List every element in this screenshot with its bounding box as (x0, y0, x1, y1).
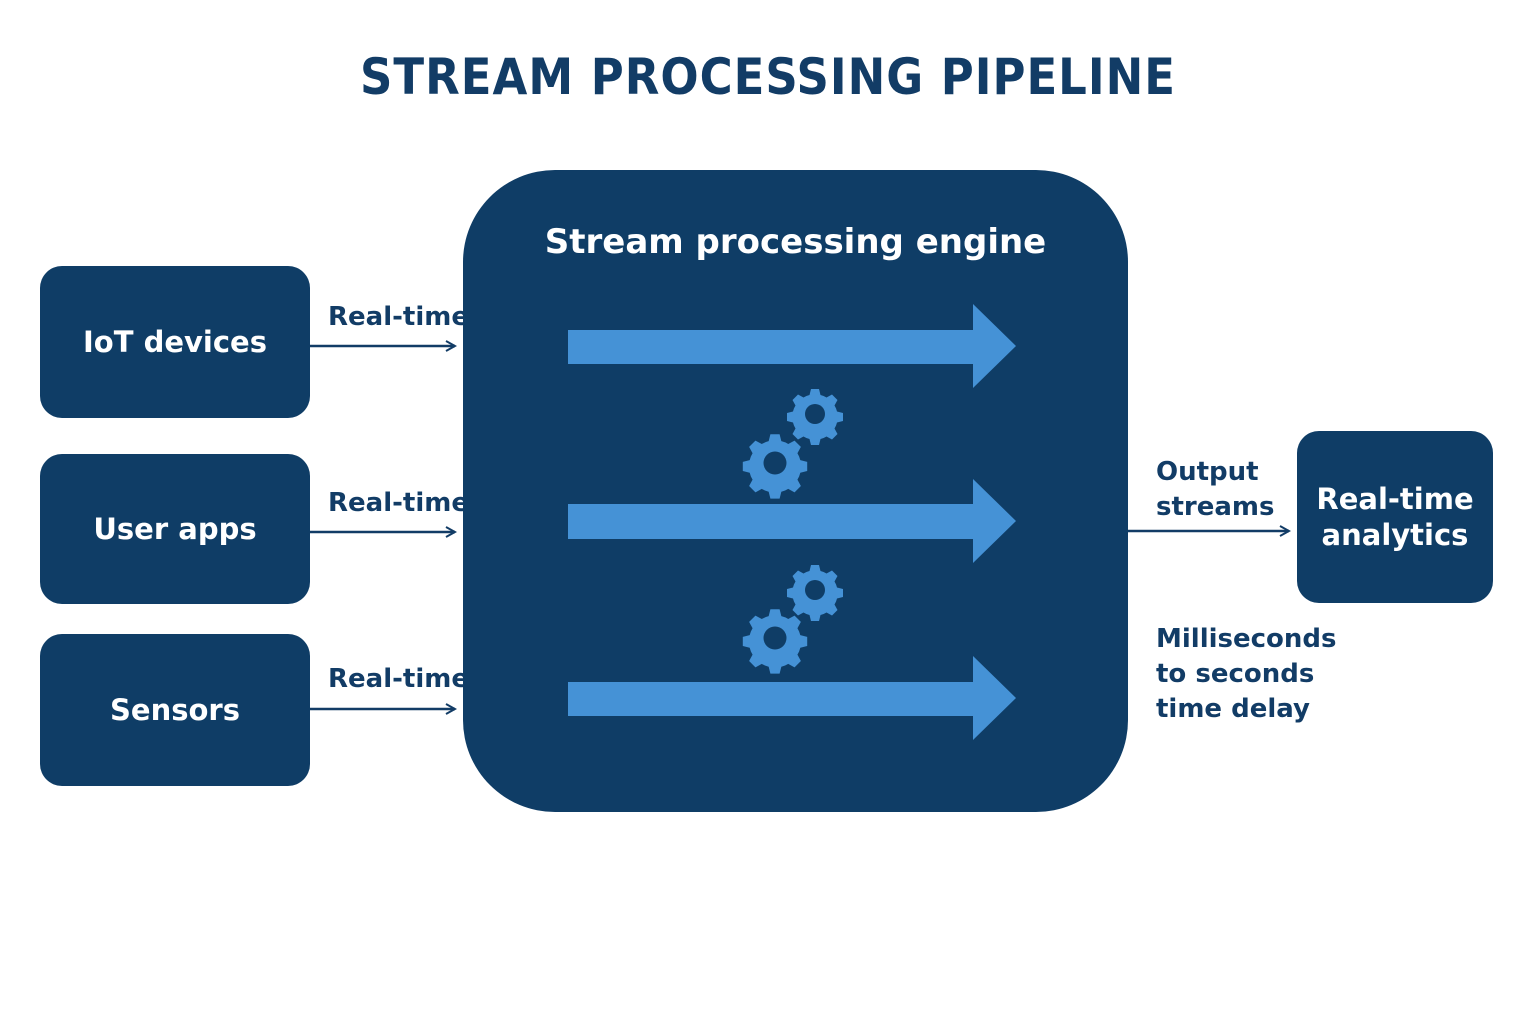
stream-arrow-3 (568, 656, 1016, 740)
output-label-line: Output (1156, 457, 1259, 487)
gears-icon (742, 389, 843, 499)
source-sensors: Sensors (40, 634, 310, 786)
stream-arrow-1 (568, 304, 1016, 388)
latency-line: Milliseconds (1156, 624, 1337, 654)
source-label: IoT devices (83, 325, 267, 359)
target-label-line: analytics (1321, 518, 1469, 552)
diagram-title: STREAM PROCESSING PIPELINE (360, 48, 1176, 106)
connector-label-apps: Real-time (328, 488, 469, 518)
latency-note: Milliseconds to seconds time delay (1156, 622, 1337, 727)
output-streams-label: Output streams (1156, 455, 1274, 525)
target-label-line: Real-time (1316, 482, 1474, 516)
source-label: Sensors (110, 693, 240, 727)
source-label: User apps (93, 512, 257, 546)
source-user-apps: User apps (40, 454, 310, 604)
gears-icon (742, 565, 843, 674)
latency-line: to seconds (1156, 659, 1315, 689)
connector-label-sensors: Real-time (328, 664, 469, 694)
connector-label-iot: Real-time (328, 302, 469, 332)
source-iot-devices: IoT devices (40, 266, 310, 418)
engine-title: Stream processing engine (544, 222, 1047, 262)
output-label-line: streams (1156, 492, 1275, 522)
target-real-time-analytics: Real-time analytics (1297, 431, 1493, 603)
stream-arrow-2 (568, 479, 1016, 563)
latency-line: time delay (1156, 694, 1310, 724)
